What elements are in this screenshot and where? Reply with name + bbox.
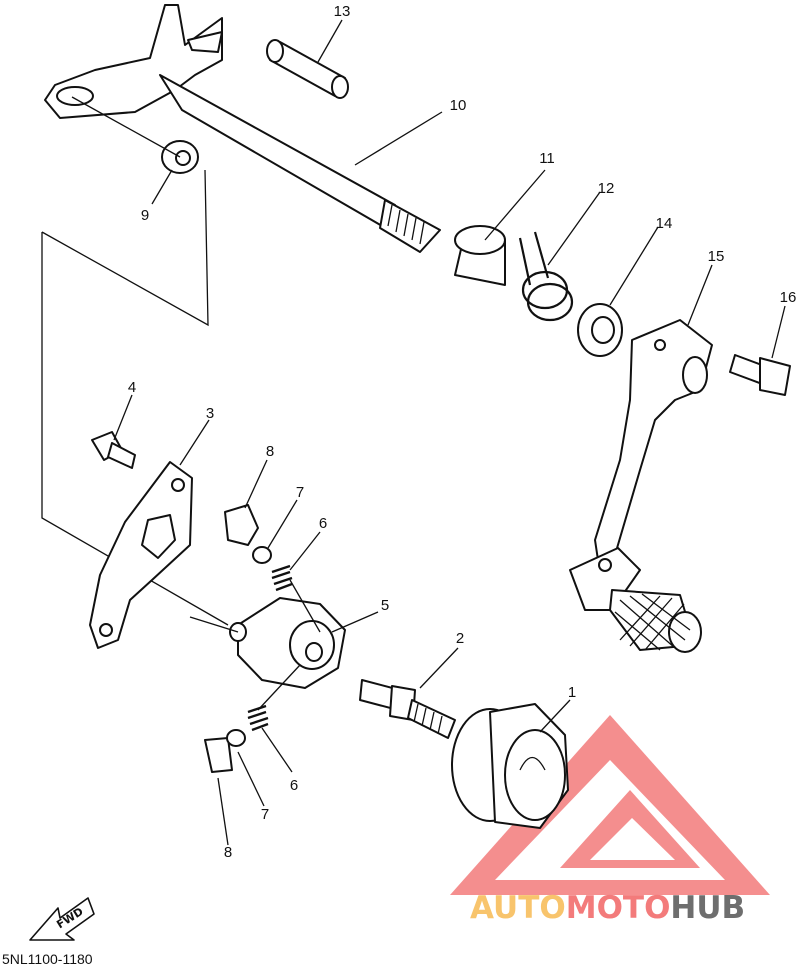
callout-16: 16 — [780, 289, 797, 306]
callout-8-lower: 8 — [224, 844, 232, 861]
part-15-shift-pedal — [569, 319, 713, 653]
watermark-logo — [450, 715, 770, 895]
callout-3: 3 — [206, 405, 214, 422]
callout-5: 5 — [381, 597, 389, 614]
callout-10: 10 — [450, 97, 467, 114]
callout-7-upper: 7 — [296, 484, 304, 501]
callout-8-upper: 8 — [266, 443, 274, 460]
diagram-code: 5NL1100-1180 — [2, 951, 93, 967]
part-4-bolt — [91, 431, 136, 469]
part-7-pin-lower — [226, 729, 246, 747]
part-6-spring-upper — [271, 564, 293, 592]
callout-9: 9 — [141, 207, 149, 224]
part-12-spring — [518, 231, 574, 322]
part-11-collar — [454, 225, 506, 286]
callout-12: 12 — [598, 180, 615, 197]
part-5-segment — [229, 597, 346, 689]
callout-6-upper: 6 — [319, 515, 327, 532]
assembly-outline — [41, 169, 229, 626]
part-16-bolt — [729, 354, 791, 396]
part-14-seal — [577, 303, 623, 357]
part-3-plate — [89, 461, 193, 649]
part-8-pawl-lower — [204, 737, 233, 773]
callout-14: 14 — [656, 215, 673, 232]
watermark-text: AUTOMOTOHUB — [470, 890, 745, 926]
callout-7-lower: 7 — [261, 806, 269, 823]
fwd-arrow: FWD — [29, 897, 95, 941]
callout-13: 13 — [334, 3, 351, 20]
callout-11: 11 — [539, 150, 555, 167]
leader-lines — [71, 19, 786, 846]
part-8-pawl-upper — [224, 504, 259, 546]
svg-text:AUTOMOTOHUB: AUTOMOTOHUB — [470, 890, 745, 926]
part-10-shift-shaft — [44, 4, 441, 253]
part-6-spring-lower — [247, 704, 269, 732]
part-2-bolt — [359, 679, 456, 739]
callout-2: 2 — [456, 630, 464, 647]
callout-1: 1 — [568, 684, 576, 701]
watermark-word-moto: MOTO — [566, 890, 671, 926]
watermark-word-hub: HUB — [670, 890, 745, 926]
callout-15: 15 — [708, 248, 725, 265]
part-13-pin — [266, 39, 349, 99]
watermark-word-auto: AUTO — [470, 890, 566, 926]
part-1-guide — [451, 703, 569, 829]
callouts: 13 10 9 11 12 14 15 16 4 3 8 7 6 5 2 1 6… — [128, 3, 797, 861]
callout-4: 4 — [128, 379, 136, 396]
part-7-pin-upper — [252, 546, 272, 564]
callout-6-lower: 6 — [290, 777, 298, 794]
